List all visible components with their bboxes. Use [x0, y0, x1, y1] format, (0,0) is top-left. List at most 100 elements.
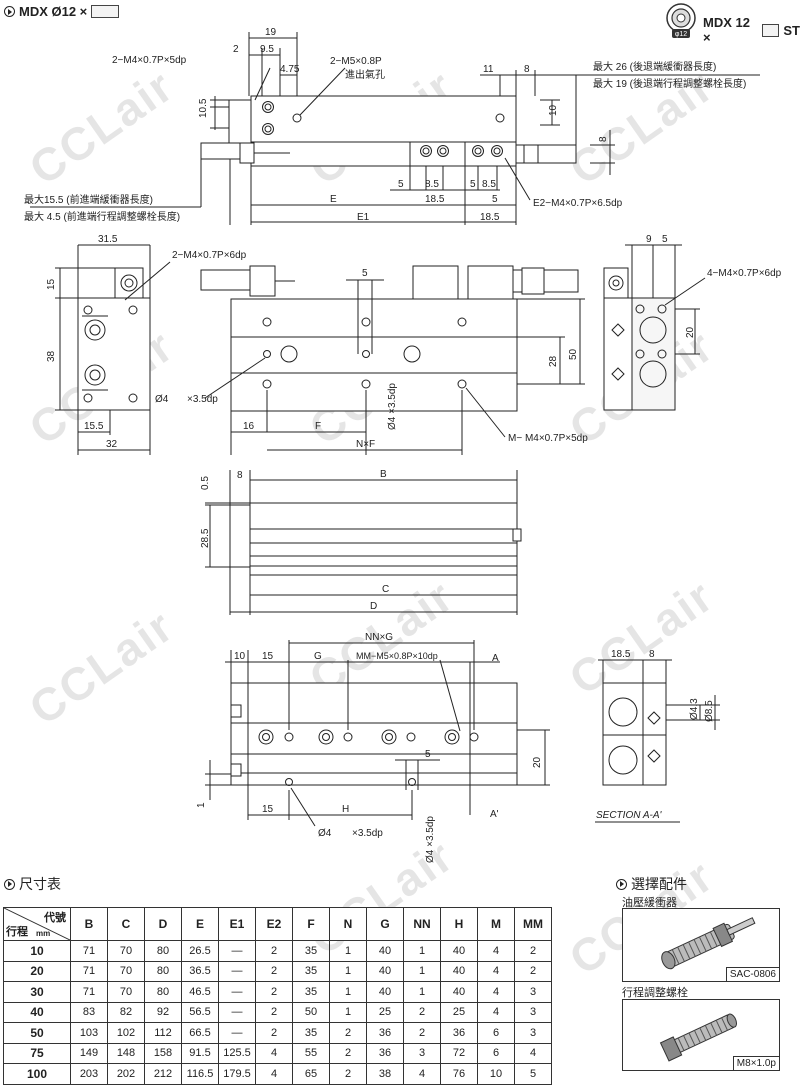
corner-diagonal: [4, 908, 70, 940]
table-cell: 1: [329, 960, 367, 982]
label-phi4: Ø4: [155, 394, 169, 405]
table-title: 尺寸表: [4, 874, 61, 894]
dim-5-a: 5: [398, 179, 404, 190]
accessory-2-label: M8×1.0p: [732, 1056, 779, 1070]
table-cell: 1: [403, 960, 441, 982]
label-phi4-bottom: Ø4: [318, 828, 332, 839]
dim-15-5: 15.5: [84, 421, 104, 432]
bullet-arrow-icon: [4, 878, 15, 890]
table-header-cell: E1: [218, 907, 256, 941]
dim-18-5-b: 18.5: [480, 212, 500, 223]
dim-H: H: [342, 804, 349, 815]
dim-8-5-b: 8.5: [482, 179, 496, 190]
table-cell: 4: [255, 1042, 293, 1064]
table-cell: 1: [329, 1001, 367, 1023]
table-cell: 46.5: [181, 981, 219, 1003]
accessory-1-title: 油壓緩衝器: [622, 897, 677, 909]
corner-top-label: 代號: [44, 912, 66, 924]
table-header-cell: E2: [255, 907, 293, 941]
table-cell: 2: [403, 1022, 441, 1044]
accessories-title: 選擇配件: [616, 874, 687, 894]
stroke-placeholder-box-right: [762, 23, 780, 37]
dim-19: 19: [265, 27, 277, 38]
dim-5-bottom: 5: [425, 749, 431, 760]
table-cell: 66.5: [181, 1022, 219, 1044]
table-header-cell: N: [329, 907, 367, 941]
dim-5-c: 5: [492, 194, 498, 205]
table-cell: 36: [366, 1042, 404, 1064]
table-cell: 40: [366, 960, 404, 982]
dim-32: 32: [106, 439, 118, 450]
dim-B: B: [380, 469, 387, 480]
dimension-table: 代號 行程 mm B C D E E1 E2 F N G NN H M MM 1…: [3, 907, 552, 1085]
table-cell: 2: [255, 981, 293, 1003]
dim-5-b: 5: [470, 179, 476, 190]
stroke-cell: 10: [3, 940, 71, 962]
table-cell: 82: [107, 1001, 145, 1023]
table-cell: 71: [70, 960, 108, 982]
table-cell: —: [218, 940, 256, 962]
dim-8-section: 8: [649, 649, 655, 660]
dim-10-5: 10.5: [198, 98, 209, 118]
table-header-cell: M: [477, 907, 515, 941]
table-cell: 4: [477, 940, 515, 962]
table-cell: 80: [144, 940, 182, 962]
bore-badge-icon: φ12: [664, 2, 698, 40]
table-cell: 2: [329, 1042, 367, 1064]
bullet-arrow-icon: [4, 6, 15, 17]
note-front-bolt: 最大 4.5 (前進端行程調整螺栓長度): [24, 210, 180, 223]
label-2-m5: 2−M5×0.8P: [330, 56, 382, 67]
label-phi4-bottom-depth: ×3.5dp: [352, 828, 383, 839]
table-corner-cell: 代號 行程 mm: [3, 907, 71, 941]
table-cell: 2: [514, 960, 552, 982]
accessory-2-title: 行程調整螺栓: [622, 987, 688, 999]
table-cell: 36: [366, 1022, 404, 1044]
table-header-cell: C: [107, 907, 145, 941]
table-cell: 4: [477, 960, 515, 982]
table-cell: 70: [107, 960, 145, 982]
dim-C: C: [382, 584, 389, 595]
dim-NNxG: NN×G: [365, 632, 393, 643]
dim-9: 9: [646, 234, 652, 245]
table-cell: 80: [144, 960, 182, 982]
table-cell: 26.5: [181, 940, 219, 962]
dim-18-5-section: 18.5: [611, 649, 631, 660]
table-cell: —: [218, 1022, 256, 1044]
table-cell: 70: [107, 981, 145, 1003]
table-cell: 125.5: [218, 1042, 256, 1064]
table-cell: 91.5: [181, 1042, 219, 1064]
table-cell: 80: [144, 981, 182, 1003]
label-2-m4-6dp: 2−M4×0.7P×6dp: [172, 250, 247, 261]
table-cell: —: [218, 960, 256, 982]
model-header-right: MDX 12 × ST: [703, 15, 800, 45]
dim-phi4-3: Ø4.3: [689, 698, 700, 720]
stroke-cell: 75: [3, 1042, 71, 1064]
dim-4-75: 4.75: [280, 64, 300, 75]
table-cell: 4: [514, 1042, 552, 1064]
table-cell: 35: [292, 940, 330, 962]
label-phi4-bottom-vertical: Ø4 ×3.5dp: [425, 816, 436, 863]
label-mm-m5: MM−M5×0.8P×10dp: [356, 651, 438, 661]
table-cell: 103: [70, 1022, 108, 1044]
label-phi4-depth: ×3.5dp: [187, 394, 218, 405]
model-header-left: MDX Ø12 ×: [4, 4, 120, 19]
label-air-port: 進出氣孔: [345, 68, 385, 81]
accessories-title-text: 選擇配件: [631, 876, 687, 892]
table-cell: 2: [403, 1001, 441, 1023]
corner-unit-label: mm: [36, 929, 51, 938]
dim-2: 2: [233, 44, 239, 55]
note-front-buffer: 最大15.5 (前進端緩衝器長度): [24, 193, 153, 206]
table-header-cell: D: [144, 907, 182, 941]
table-cell: 92: [144, 1001, 182, 1023]
table-header-cell: MM: [514, 907, 552, 941]
table-cell: 102: [107, 1022, 145, 1044]
table-cell: 2: [255, 1022, 293, 1044]
dim-F: F: [315, 421, 321, 432]
table-cell: 36.5: [181, 960, 219, 982]
table-cell: 50: [292, 1001, 330, 1023]
table-cell: 56.5: [181, 1001, 219, 1023]
badge-text: φ12: [675, 31, 687, 38]
